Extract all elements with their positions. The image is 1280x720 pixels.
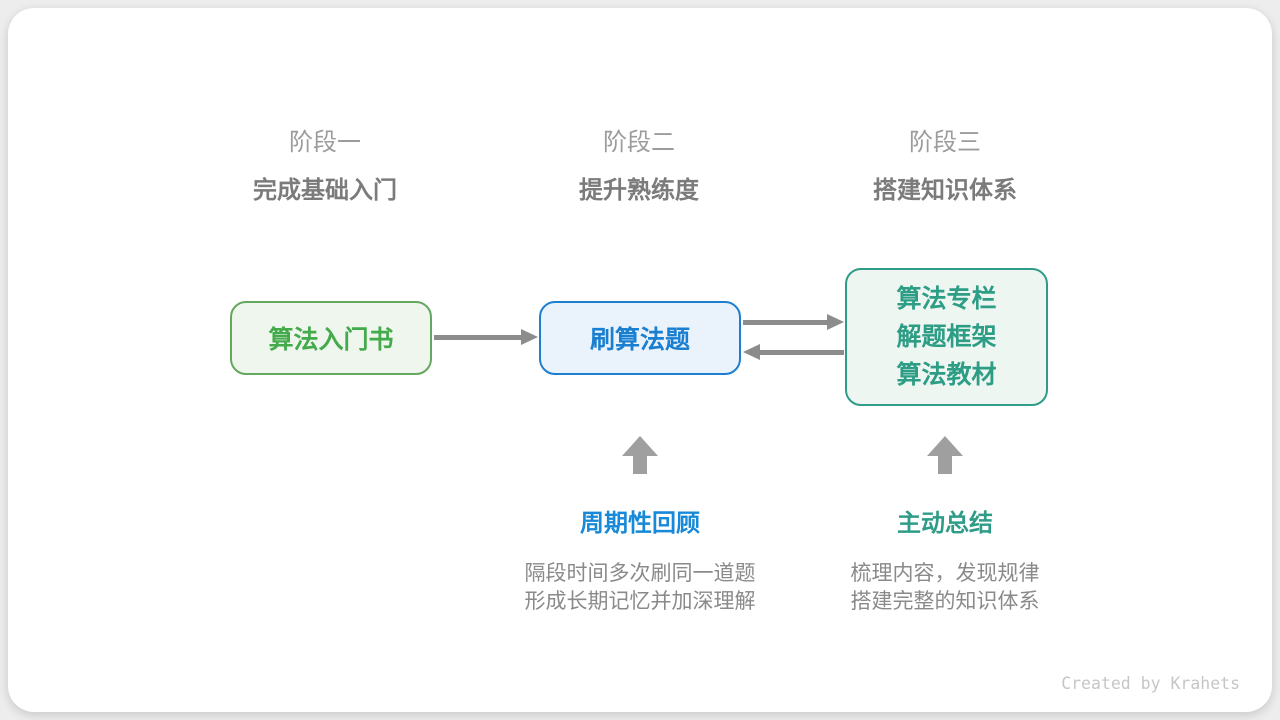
arrow-up-head [927, 436, 963, 456]
arrow-head-icon [521, 329, 538, 345]
stage-subtitle-3: 搭建知识体系 [873, 177, 1017, 204]
arrow-up-icon [927, 436, 963, 474]
annotation-title: 周期性回顾 [580, 510, 700, 537]
node-practice-problems: 刷算法题 [539, 301, 741, 375]
annotation-desc-line: 隔段时间多次刷同一道题 [524, 562, 756, 585]
annotation-desc-line: 形成长期记忆并加深理解 [524, 590, 756, 613]
arrow-up-head [622, 436, 658, 456]
annotation-title: 主动总结 [897, 510, 993, 537]
node-knowledge-resources: 算法专栏 解题框架 算法教材 [845, 268, 1048, 406]
annotation-active-summary: 主动总结 梳理内容，发现规律 搭建完整的知识体系 [785, 509, 1105, 616]
stage-subtitle-2: 提升熟练度 [579, 177, 699, 204]
stage-header-2: 阶段二 提升熟练度 [509, 128, 769, 206]
stage-header-3: 阶段三 搭建知识体系 [815, 128, 1075, 206]
node-intro-book: 算法入门书 [230, 301, 432, 375]
node-practice-problems-label: 刷算法题 [589, 326, 690, 354]
arrow-shaft [434, 334, 524, 340]
node-resources-line-3: 算法教材 [896, 361, 997, 389]
node-resources-line-2: 解题框架 [896, 323, 997, 351]
stage-label-3: 阶段三 [909, 129, 981, 156]
arrow-up-stem [938, 456, 952, 474]
arrow-right-icon [434, 329, 538, 345]
arrow-shaft [757, 349, 844, 355]
arrow-head-icon [827, 314, 844, 330]
node-resources-line-1: 算法专栏 [896, 285, 997, 313]
annotation-desc-line: 搭建完整的知识体系 [850, 590, 1040, 613]
stage-header-1: 阶段一 完成基础入门 [195, 128, 455, 206]
arrow-head-icon [743, 344, 760, 360]
annotation-periodic-review: 周期性回顾 隔段时间多次刷同一道题 形成长期记忆并加深理解 [480, 509, 800, 616]
arrow-up-stem [633, 456, 647, 474]
node-intro-book-label: 算法入门书 [268, 326, 394, 354]
arrow-shaft [743, 319, 830, 325]
arrow-right-icon [743, 314, 844, 330]
stage-label-2: 阶段二 [603, 129, 675, 156]
credit-text: Created by Krahets [1061, 674, 1240, 693]
annotation-desc-line: 梳理内容，发现规律 [850, 562, 1040, 585]
arrow-up-icon [622, 436, 658, 474]
stage-subtitle-1: 完成基础入门 [253, 177, 397, 204]
stage-label-1: 阶段一 [289, 129, 361, 156]
arrow-left-icon [743, 344, 844, 360]
